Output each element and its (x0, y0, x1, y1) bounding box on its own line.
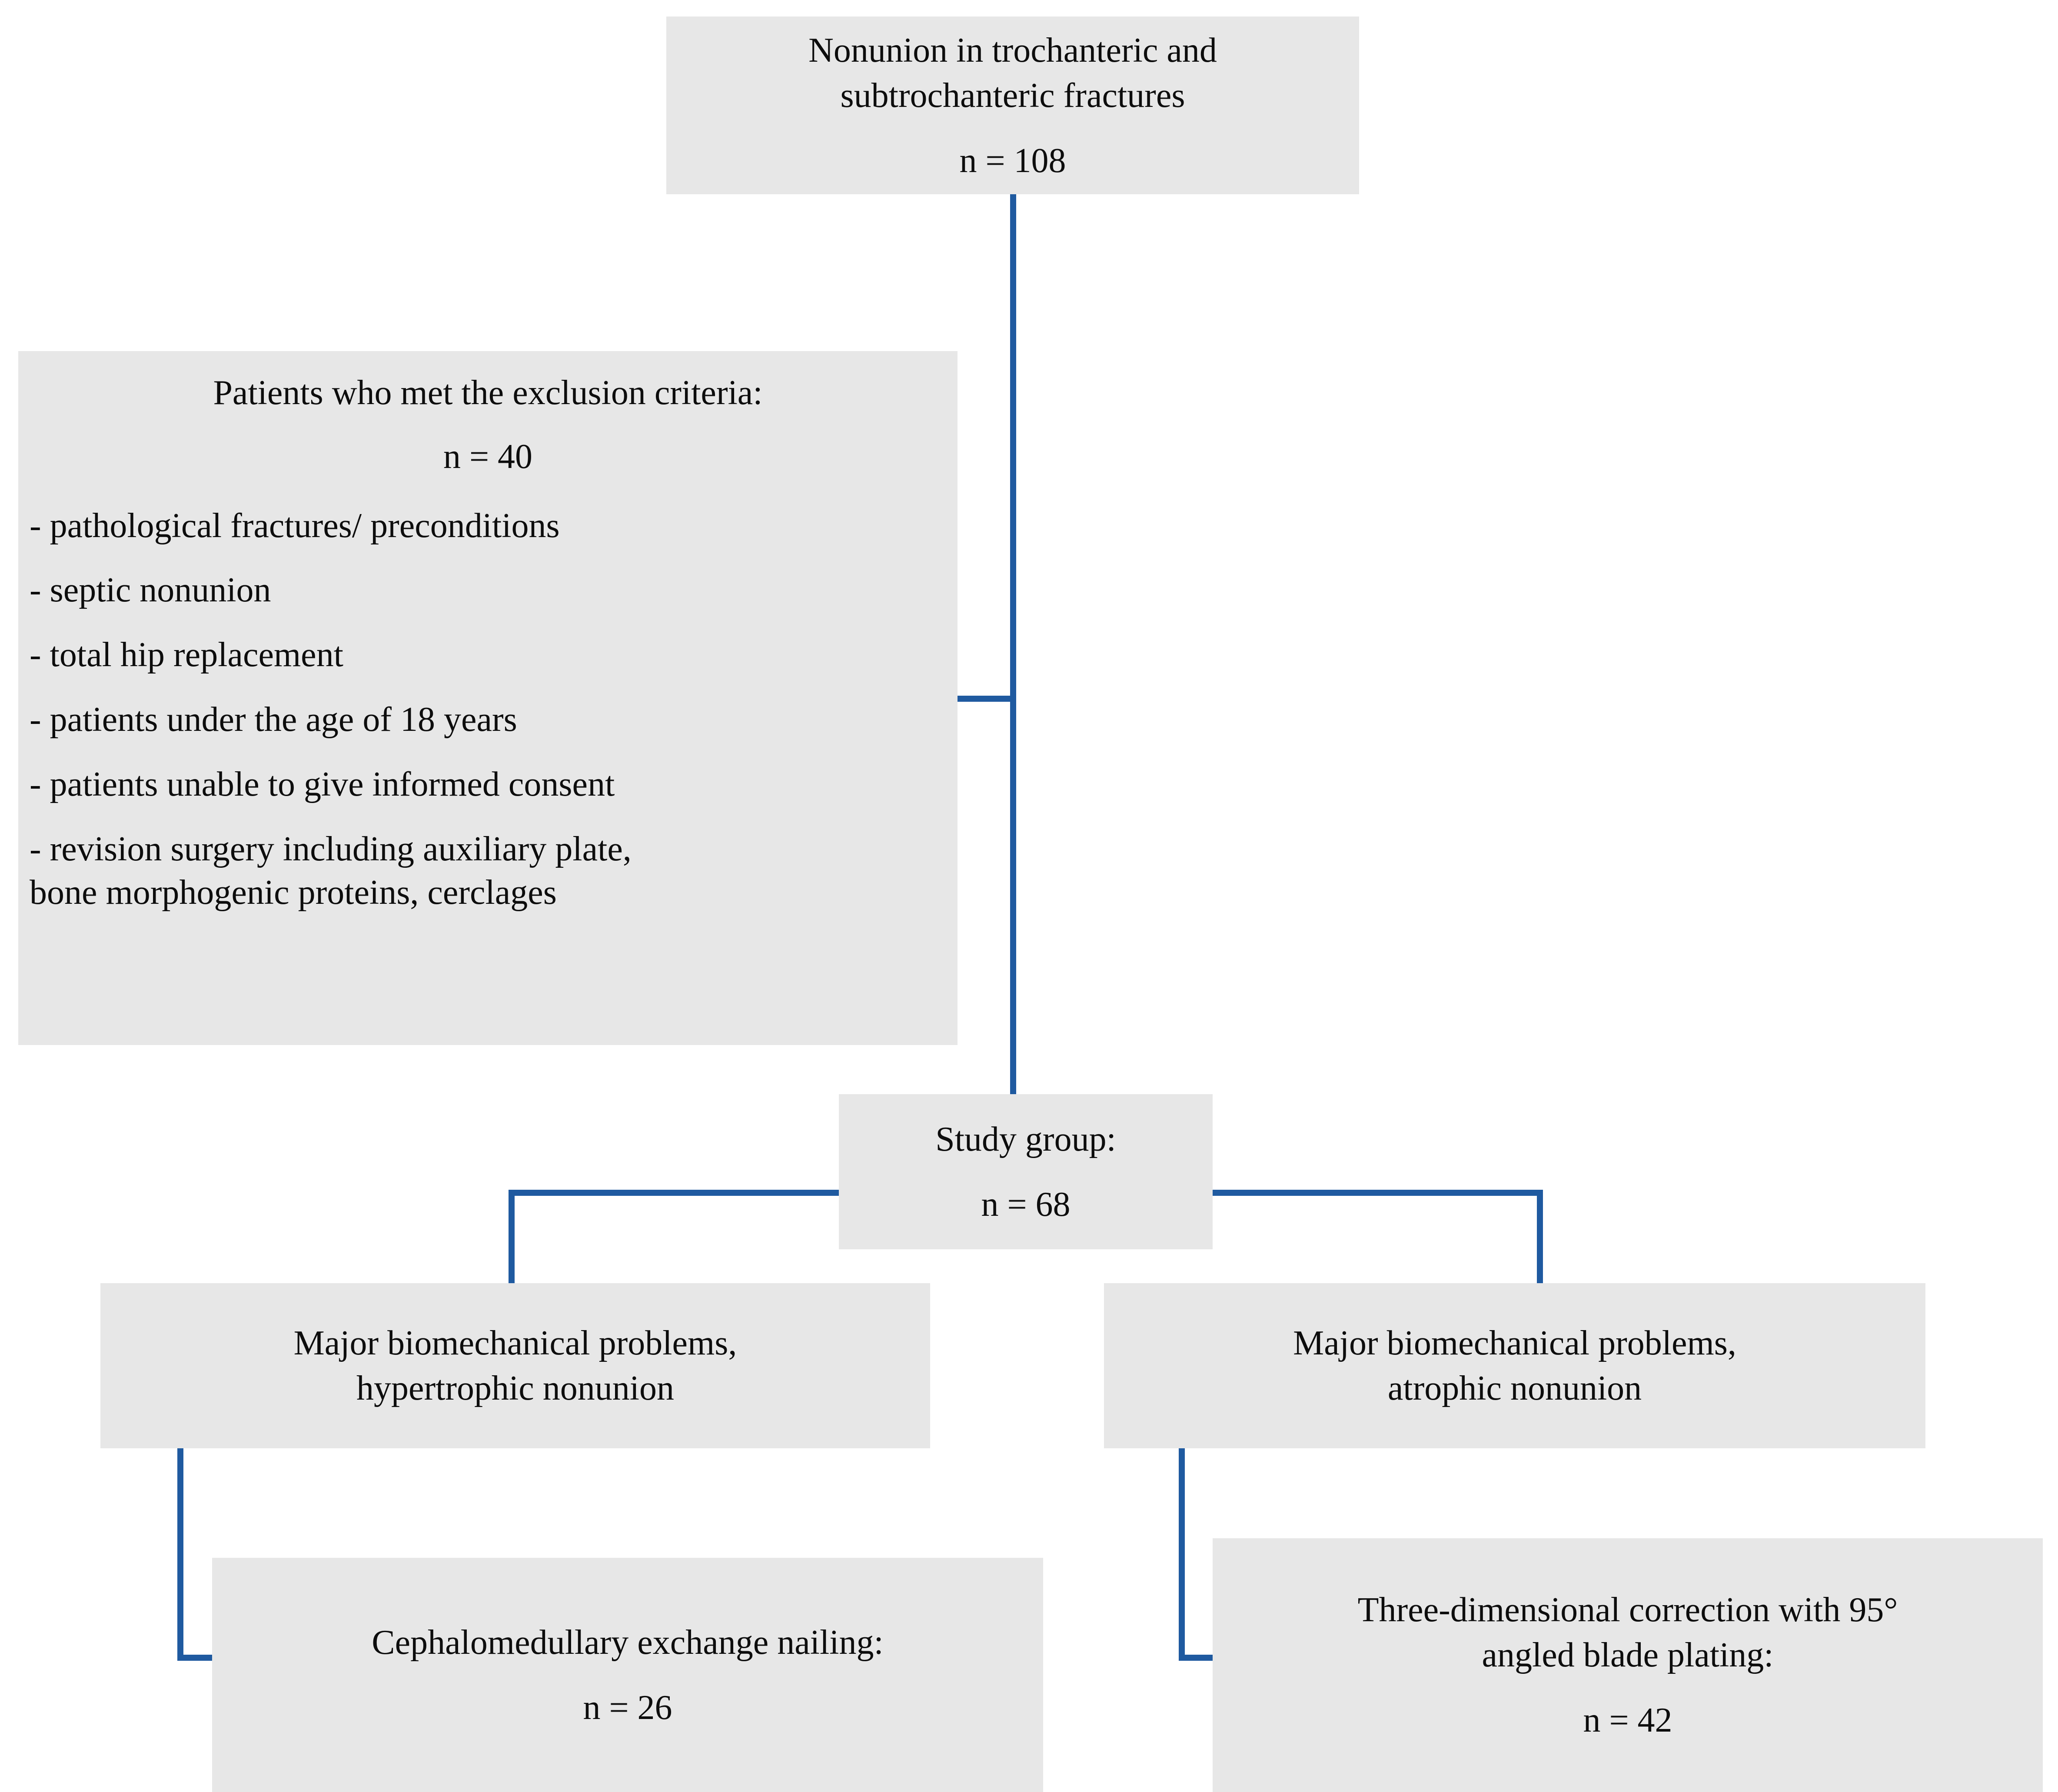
exclusion-item: - septic nonunion (30, 571, 271, 610)
study-group-count: n = 68 (981, 1185, 1071, 1224)
exclusion-criteria-list: - pathological fractures/ preconditions … (30, 504, 946, 915)
exclusion-item-line-1: - revision surgery including auxiliary p… (30, 830, 632, 868)
connector-hypertrophic-to-nailing-vertical (177, 1448, 183, 1661)
connector-exclusion-horizontal (958, 696, 1013, 702)
hypertrophic-nonunion-box: Major biomechanical problems, hypertroph… (100, 1283, 930, 1448)
source-line-2: subtrochanteric fractures (840, 76, 1185, 115)
connector-study-to-atrophic-vertical (1537, 1190, 1543, 1286)
plating-line-1: Three-dimensional correction with 95° (1357, 1591, 1898, 1629)
atrophic-nonunion-box: Major biomechanical problems, atrophic n… (1104, 1283, 1925, 1448)
plating-spacer (1223, 1678, 2032, 1698)
cephalomedullary-nailing-box: Cephalomedullary exchange nailing: n = 2… (212, 1558, 1043, 1792)
exclusion-item: - total hip replacement (30, 636, 343, 674)
source-line-1: Nonunion in trochanteric and (808, 31, 1217, 70)
nailing-spacer (223, 1665, 1033, 1685)
atrophic-line-2: atrophic nonunion (1387, 1369, 1642, 1407)
connector-study-to-atrophic-horizontal (1210, 1190, 1543, 1196)
exclusion-item: - revision surgery including auxiliary p… (30, 827, 946, 915)
angled-blade-plating-box: Three-dimensional correction with 95° an… (1213, 1538, 2043, 1792)
hypertrophic-line-1: Major biomechanical problems, (293, 1324, 737, 1362)
nailing-count: n = 26 (583, 1688, 672, 1727)
exclusion-heading: Patients who met the exclusion criteria: (213, 374, 763, 412)
source-population-box: Nonunion in trochanteric and subtrochant… (666, 17, 1359, 194)
source-count: n = 108 (959, 141, 1066, 180)
exclusion-item: - pathological fractures/ preconditions (30, 506, 560, 545)
connector-hypertrophic-to-nailing-horizontal (177, 1655, 216, 1661)
exclusion-count: n = 40 (443, 437, 533, 476)
plating-line-2: angled blade plating: (1482, 1636, 1774, 1674)
connector-source-to-study-vertical (1010, 194, 1016, 1096)
exclusion-criteria-box: Patients who met the exclusion criteria:… (18, 351, 958, 1045)
atrophic-line-1: Major biomechanical problems, (1293, 1324, 1736, 1362)
study-group-box: Study group: n = 68 (839, 1094, 1213, 1249)
nailing-label: Cephalomedullary exchange nailing: (372, 1623, 884, 1662)
connector-study-to-hypertrophic-vertical (509, 1190, 515, 1286)
hypertrophic-line-2: hypertrophic nonunion (356, 1369, 674, 1407)
study-group-label: Study group: (935, 1120, 1116, 1158)
exclusion-item-line-2: bone morphogenic proteins, cerclages (30, 873, 557, 912)
exclusion-item: - patients under the age of 18 years (30, 700, 517, 739)
connector-atrophic-to-plating-vertical (1179, 1448, 1185, 1661)
study-group-spacer (847, 1162, 1205, 1182)
connector-atrophic-to-plating-horizontal (1179, 1655, 1216, 1661)
source-spacer (678, 118, 1347, 138)
exclusion-item: - patients unable to give informed conse… (30, 765, 615, 803)
plating-count: n = 42 (1583, 1701, 1672, 1739)
connector-study-to-hypertrophic-horizontal (509, 1190, 841, 1196)
